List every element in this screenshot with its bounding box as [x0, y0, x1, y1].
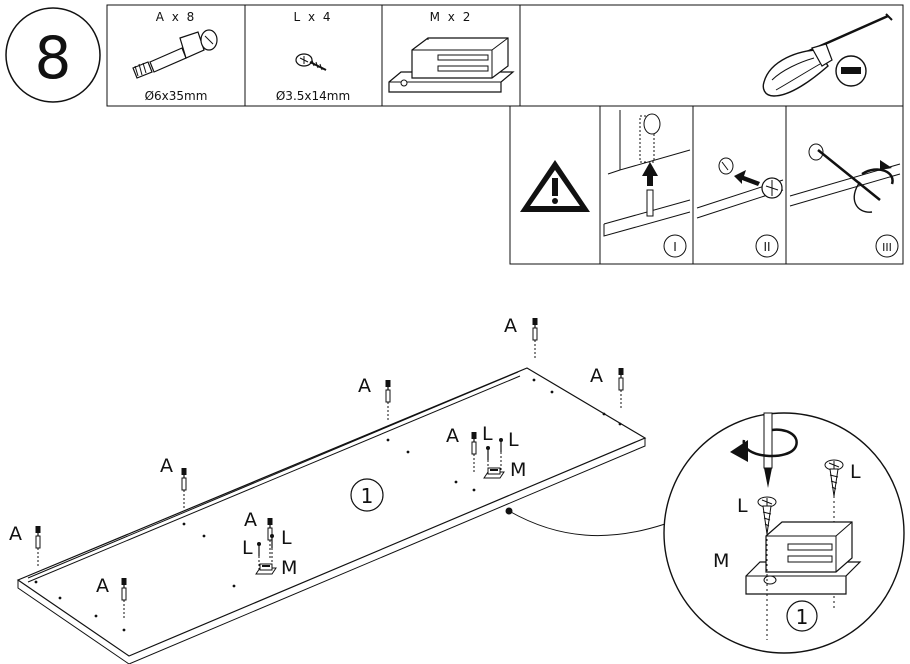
screw-l-detail-1 [757, 496, 777, 535]
substep-2-roman: II [763, 240, 770, 254]
bolt-label: A [244, 509, 257, 531]
screwdriver-rotate-icon [730, 412, 798, 488]
screw-label: L [482, 423, 493, 445]
bolt-label: A [446, 425, 459, 447]
substep-1: I [603, 110, 691, 258]
substep-2: II [696, 157, 784, 258]
substep-3-roman: III [882, 241, 892, 254]
insert-bolt-icon [603, 110, 691, 237]
detail-catch-label: M [713, 550, 729, 572]
step-number: 8 [35, 24, 72, 92]
catch-label: M [281, 557, 297, 579]
part-a-size: Ø6x35mm [145, 89, 208, 103]
cam-bolt-icon [132, 29, 218, 79]
substep-3: III [789, 143, 901, 258]
screw-label: L [242, 537, 253, 559]
substeps-table: I II I [509, 105, 904, 265]
detail-leader [505, 507, 666, 536]
bolt-label: A [590, 365, 603, 387]
bolt-label: A [160, 455, 173, 477]
step-badge: 8 [5, 7, 101, 103]
part-l-size: Ø3.5x14mm [276, 89, 350, 103]
detail-view: 1 L L M [663, 412, 905, 654]
screw-catch-labels: L L M L L M [242, 423, 526, 579]
screw-label: L [508, 429, 519, 451]
bolt-label: A [358, 375, 371, 397]
part-a-label: A x 8 [156, 10, 197, 24]
magnetic-catch-icon [388, 37, 515, 93]
parts-table: A x 8 Ø6x35mm L x 4 Ø3.5x14mm [106, 4, 904, 107]
detail-screw-label-2: L [850, 461, 861, 483]
part-l-cell: L x 4 Ø3.5x14mm [276, 10, 350, 103]
part-m-label: M x 2 [430, 10, 473, 24]
screw-label: L [281, 527, 292, 549]
part-m-cell: M x 2 [388, 10, 515, 93]
part-l-label: L x 4 [293, 10, 332, 24]
catch-label: M [510, 459, 526, 481]
detail-screw-label-1: L [737, 495, 748, 517]
panel-1: 1 [16, 367, 647, 664]
insert-cam-icon [696, 157, 784, 219]
flathead-screwdriver-icon [762, 13, 893, 97]
rotate-cam-icon [789, 143, 901, 213]
bolt-labels: A A A A A A A A [9, 315, 603, 597]
magnetic-catch-detail-icon [745, 521, 862, 640]
panel-number: 1 [361, 484, 374, 508]
wood-screw-icon [295, 53, 327, 71]
substep-1-roman: I [673, 240, 677, 254]
warning-triangle-icon [520, 160, 590, 212]
bolt-label: A [9, 523, 22, 545]
bolt-label: A [504, 315, 517, 337]
part-a-cell: A x 8 Ø6x35mm [132, 10, 218, 103]
minus-slot-icon [835, 55, 867, 87]
bolt-label: A [96, 575, 109, 597]
detail-panel-number: 1 [796, 605, 809, 629]
panel-holes [34, 378, 622, 632]
